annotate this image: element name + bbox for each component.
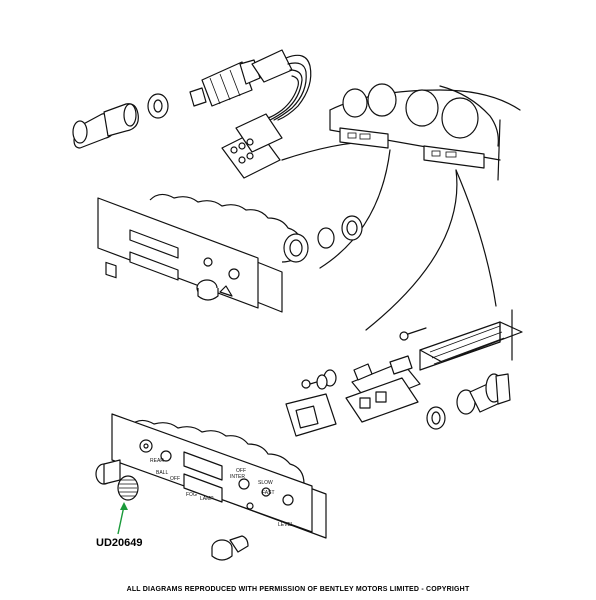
label-fog: FOG — [186, 492, 197, 498]
leader-line-2 — [365, 169, 458, 331]
label-ball: BALL — [156, 470, 168, 476]
bezel-rings-upper — [317, 215, 363, 249]
multi-pin-connector — [221, 113, 283, 179]
rotary-switch — [456, 373, 511, 415]
lower-switch-panel — [111, 413, 327, 539]
knob-right — [316, 369, 337, 390]
leader-line-1 — [319, 149, 391, 269]
screw — [399, 327, 427, 341]
label-off: OFF — [170, 476, 180, 482]
label-lamp: LAMP — [200, 496, 214, 502]
knob-ud20649 — [95, 459, 139, 501]
bezel-ring-right — [426, 406, 446, 430]
leader-line-3 — [455, 169, 497, 307]
washer — [147, 93, 169, 119]
part-arrow — [117, 502, 128, 535]
panel-label-text: REAR BALL OFF INTER OFF FOG LAMP SLOW FA… — [150, 458, 294, 528]
mounting-bracket — [285, 377, 337, 437]
switch-assembly — [345, 355, 421, 423]
knob-lower — [211, 535, 249, 561]
label-inter-off: OFF — [236, 468, 246, 474]
harness-tray — [419, 309, 523, 371]
upper-switch-panel — [97, 197, 283, 313]
label-level: LEVEL — [278, 522, 294, 528]
wiring-harness — [267, 54, 312, 121]
cigar-lighter-knob — [72, 103, 139, 149]
knob-upper-panel — [196, 279, 219, 301]
panel-backing-rollers — [149, 193, 309, 263]
switch-body — [189, 49, 293, 107]
copyright-notice: ALL DIAGRAMS REPRODUCED WITH PERMISSION … — [126, 586, 470, 593]
label-rear: REAR — [150, 458, 164, 464]
dashboard-fascia — [329, 83, 521, 181]
label-inter: INTER — [230, 474, 245, 480]
label-fast: FAST — [262, 490, 275, 496]
part-number-label: UD20649 — [96, 537, 143, 549]
label-slow: SLOW — [258, 480, 273, 486]
